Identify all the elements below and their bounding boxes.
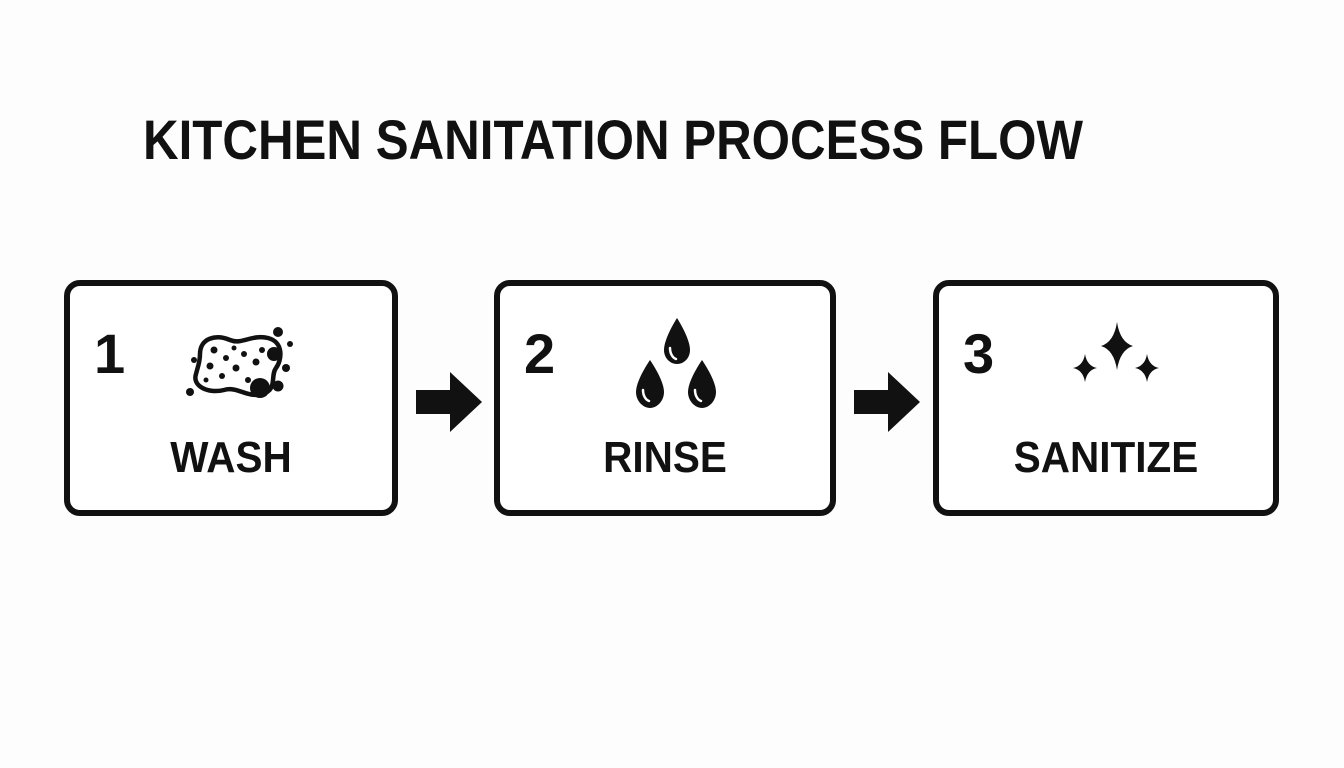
step-label: WASH <box>170 433 292 482</box>
arrow-right-icon <box>854 372 920 432</box>
step-number: 2 <box>524 322 556 385</box>
diagram-title: KITCHEN SANITATION PROCESS FLOW <box>143 108 1083 171</box>
step-rinse-box: 2 RINSE <box>494 280 836 516</box>
step-wash-box: 1 WASH <box>64 280 398 516</box>
sparkles-icon <box>1073 322 1159 382</box>
step-label: RINSE <box>603 433 727 482</box>
step-sanitize-box: 3 SANITIZE <box>933 280 1279 516</box>
step-number: 3 <box>963 322 995 385</box>
step-label: SANITIZE <box>1013 433 1199 482</box>
sponge-with-bubbles-icon <box>186 327 293 398</box>
step-number: 1 <box>94 322 126 385</box>
water-droplets-icon <box>636 318 716 408</box>
arrow-right-icon <box>416 372 482 432</box>
